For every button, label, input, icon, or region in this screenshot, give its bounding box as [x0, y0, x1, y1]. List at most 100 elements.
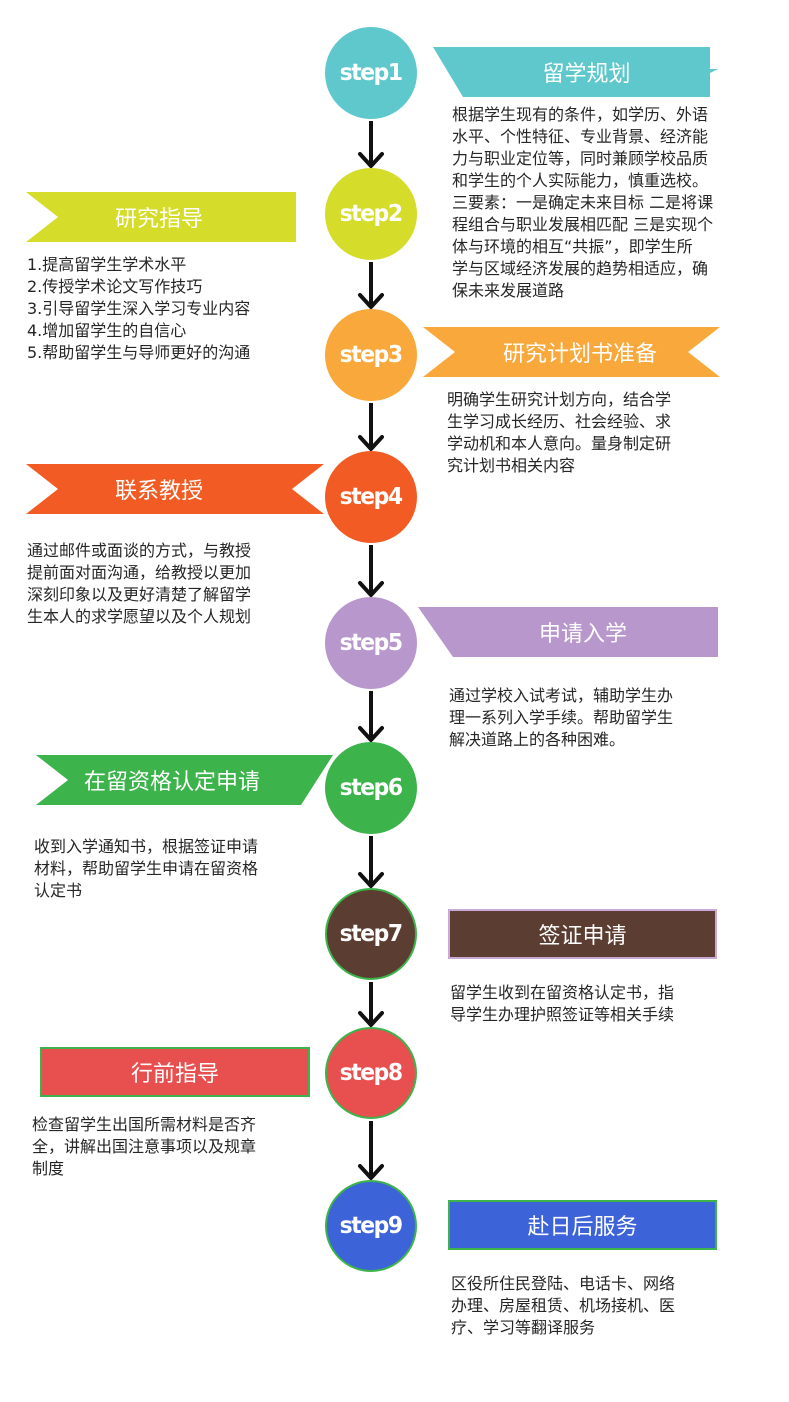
arrow-head-icon	[358, 872, 384, 888]
step8-title: 行前指导	[130, 1062, 219, 1087]
connector-arrow	[358, 691, 384, 742]
step2-desc-line: 1.提高留学生学术水平	[27, 255, 187, 274]
arrow-head-icon	[358, 581, 384, 597]
step3-desc-line: 究计划书相关内容	[447, 456, 576, 475]
step5-banner: 申请入学	[470, 607, 696, 657]
step4-circle: step4	[325, 451, 417, 543]
step1-desc-line: 程组合与职业发展相匹配 三是实现个	[452, 215, 714, 234]
step2-circle: step2	[325, 168, 417, 260]
arrow-head-icon	[358, 293, 384, 309]
connector-arrow	[358, 121, 384, 168]
step2-desc-line: 2.传授学术论文写作技巧	[27, 277, 203, 296]
step4-description: 通过邮件或面谈的方式，与教授 提前面对面沟通，给教授以更加 深刻印象以及更好清楚…	[27, 540, 251, 628]
step2-title: 研究指导	[114, 207, 203, 232]
step3-desc-line: 生学习成长经历、社会经验、求	[447, 412, 672, 431]
step3-desc-line: 学动机和本人意向。量身制定研	[447, 434, 672, 453]
arrow-head-icon	[358, 1164, 384, 1180]
step4-desc-line: 提前面对面沟通，给教授以更加	[27, 563, 252, 582]
connector-arrow	[358, 403, 384, 451]
step1-banner-shape	[433, 47, 718, 97]
connector-arrow	[358, 982, 384, 1027]
step8-banner: 行前指导	[40, 1047, 310, 1097]
step9-desc-line: 区役所住民登陆、电话卡、网络	[451, 1274, 676, 1293]
arrow-head-icon	[358, 1011, 384, 1027]
step8-circle: step8	[325, 1027, 417, 1119]
step3-desc-line: 明确学生研究计划方向，结合学	[447, 390, 672, 409]
step6-circle: step6	[325, 742, 417, 834]
step2-desc-line: 4.增加留学生的自信心	[27, 321, 187, 340]
step4-banner-shape	[26, 464, 324, 514]
step4-title: 联系教授	[114, 479, 203, 504]
step1-desc-line: 保未来发展道路	[452, 281, 565, 300]
step7-circle: step7	[325, 888, 417, 980]
arrow-head-icon	[358, 152, 384, 168]
step5-desc-line: 解决道路上的各种困难。	[449, 730, 626, 749]
step9-title: 赴日后服务	[527, 1215, 638, 1240]
step8-desc-line: 检查留学生出国所需材料是否齐	[32, 1115, 257, 1134]
step7-title: 签证申请	[538, 924, 627, 949]
step8-description: 检查留学生出国所需材料是否齐 全，讲解出国注意事项以及规章 制度	[32, 1114, 256, 1180]
step6-description: 收到入学通知书，根据签证申请 材料，帮助留学生申请在留资格 认定书	[34, 836, 258, 902]
step2-badge-label: step2	[339, 201, 403, 227]
step1-desc-line: 学与区域经济发展的趋势相适应，确	[452, 259, 709, 278]
step1-desc-line: 根据学生现有的条件，如学历、外语	[452, 105, 709, 124]
step1-desc-line: 和学生的个人实际能力，慎重选校。	[452, 171, 709, 190]
step6-banner-shape	[36, 755, 333, 805]
step3-circle: step3	[325, 309, 417, 401]
step3-description: 明确学生研究计划方向，结合学 生学习成长经历、社会经验、求 学动机和本人意向。量…	[447, 389, 671, 477]
step6-banner: 在留资格认定申请	[56, 755, 288, 805]
step5-banner-shape	[418, 607, 718, 657]
step4-banner: 联系教授	[52, 464, 266, 514]
step9-description: 区役所住民登陆、电话卡、网络 办理、房屋租赁、机场接机、医 疗、学习等翻译服务	[451, 1273, 675, 1339]
step1-desc-line: 力与职业定位等，同时兼顾学校品质	[452, 149, 709, 168]
step1-circle: step1	[325, 27, 417, 119]
step4-badge-label: step4	[339, 484, 403, 510]
step1-badge-label: step1	[339, 60, 403, 86]
step5-title: 申请入学	[538, 622, 627, 647]
step6-desc-line: 收到入学通知书，根据签证申请	[34, 837, 259, 856]
step2-desc-line: 5.帮助留学生与导师更好的沟通	[27, 343, 251, 362]
step5-desc-line: 通过学校入试考试，辅助学生办	[449, 686, 674, 705]
step2-banner: 研究指导	[52, 192, 266, 242]
step3-banner: 研究计划书准备	[460, 327, 700, 377]
step4-desc-line: 生本人的求学愿望以及个人规划	[27, 607, 252, 626]
step3-banner-shape	[423, 327, 720, 377]
step1-desc-line: 水平、个性特征、专业背景、经济能	[452, 127, 709, 146]
step6-desc-line: 材料，帮助留学生申请在留资格	[34, 859, 259, 878]
step4-desc-line: 通过邮件或面谈的方式，与教授	[27, 541, 252, 560]
step9-circle: step9	[325, 1180, 417, 1272]
step9-desc-line: 办理、房屋租赁、机场接机、医	[451, 1296, 676, 1315]
step9-badge-label: step9	[339, 1213, 403, 1239]
step7-badge-label: step7	[339, 921, 403, 947]
step7-desc-line: 导学生办理护照签证等相关手续	[450, 1005, 675, 1024]
step6-badge-label: step6	[339, 775, 403, 801]
step1-title: 留学规划	[542, 62, 631, 87]
step1-desc-line: 体与环境的相互“共振”，即学生所	[452, 237, 693, 256]
step3-badge-label: step3	[339, 342, 403, 368]
step1-description: 根据学生现有的条件，如学历、外语 水平、个性特征、专业背景、经济能 力与职业定位…	[452, 104, 713, 302]
step2-banner-shape	[26, 192, 296, 242]
step3-title: 研究计划书准备	[502, 342, 657, 367]
step1-desc-line: 三要素：一是确定未来目标 二是将课	[452, 193, 714, 212]
step7-desc-line: 留学生收到在留资格认定书，指	[450, 983, 675, 1002]
step8-desc-line: 制度	[32, 1159, 65, 1178]
step6-title: 在留资格认定申请	[83, 770, 260, 795]
connector-arrow	[358, 545, 384, 597]
step7-description: 留学生收到在留资格认定书，指 导学生办理护照签证等相关手续	[450, 982, 674, 1026]
step6-desc-line: 认定书	[34, 881, 83, 900]
step7-banner: 签证申请	[448, 909, 717, 959]
step5-circle: step5	[325, 597, 417, 689]
step8-desc-line: 全，讲解出国注意事项以及规章	[32, 1137, 257, 1156]
connector-arrow	[358, 1121, 384, 1180]
step1-banner: 留学规划	[463, 47, 710, 97]
connector-arrow	[358, 262, 384, 309]
connector-arrow	[358, 836, 384, 888]
arrow-head-icon	[358, 435, 384, 451]
step9-banner: 赴日后服务	[448, 1200, 717, 1250]
step8-badge-label: step8	[339, 1060, 403, 1086]
step5-desc-line: 理一系列入学手续。帮助留学生	[449, 708, 674, 727]
step9-desc-line: 疗、学习等翻译服务	[451, 1318, 596, 1337]
step2-desc-line: 3.引导留学生深入学习专业内容	[27, 299, 251, 318]
